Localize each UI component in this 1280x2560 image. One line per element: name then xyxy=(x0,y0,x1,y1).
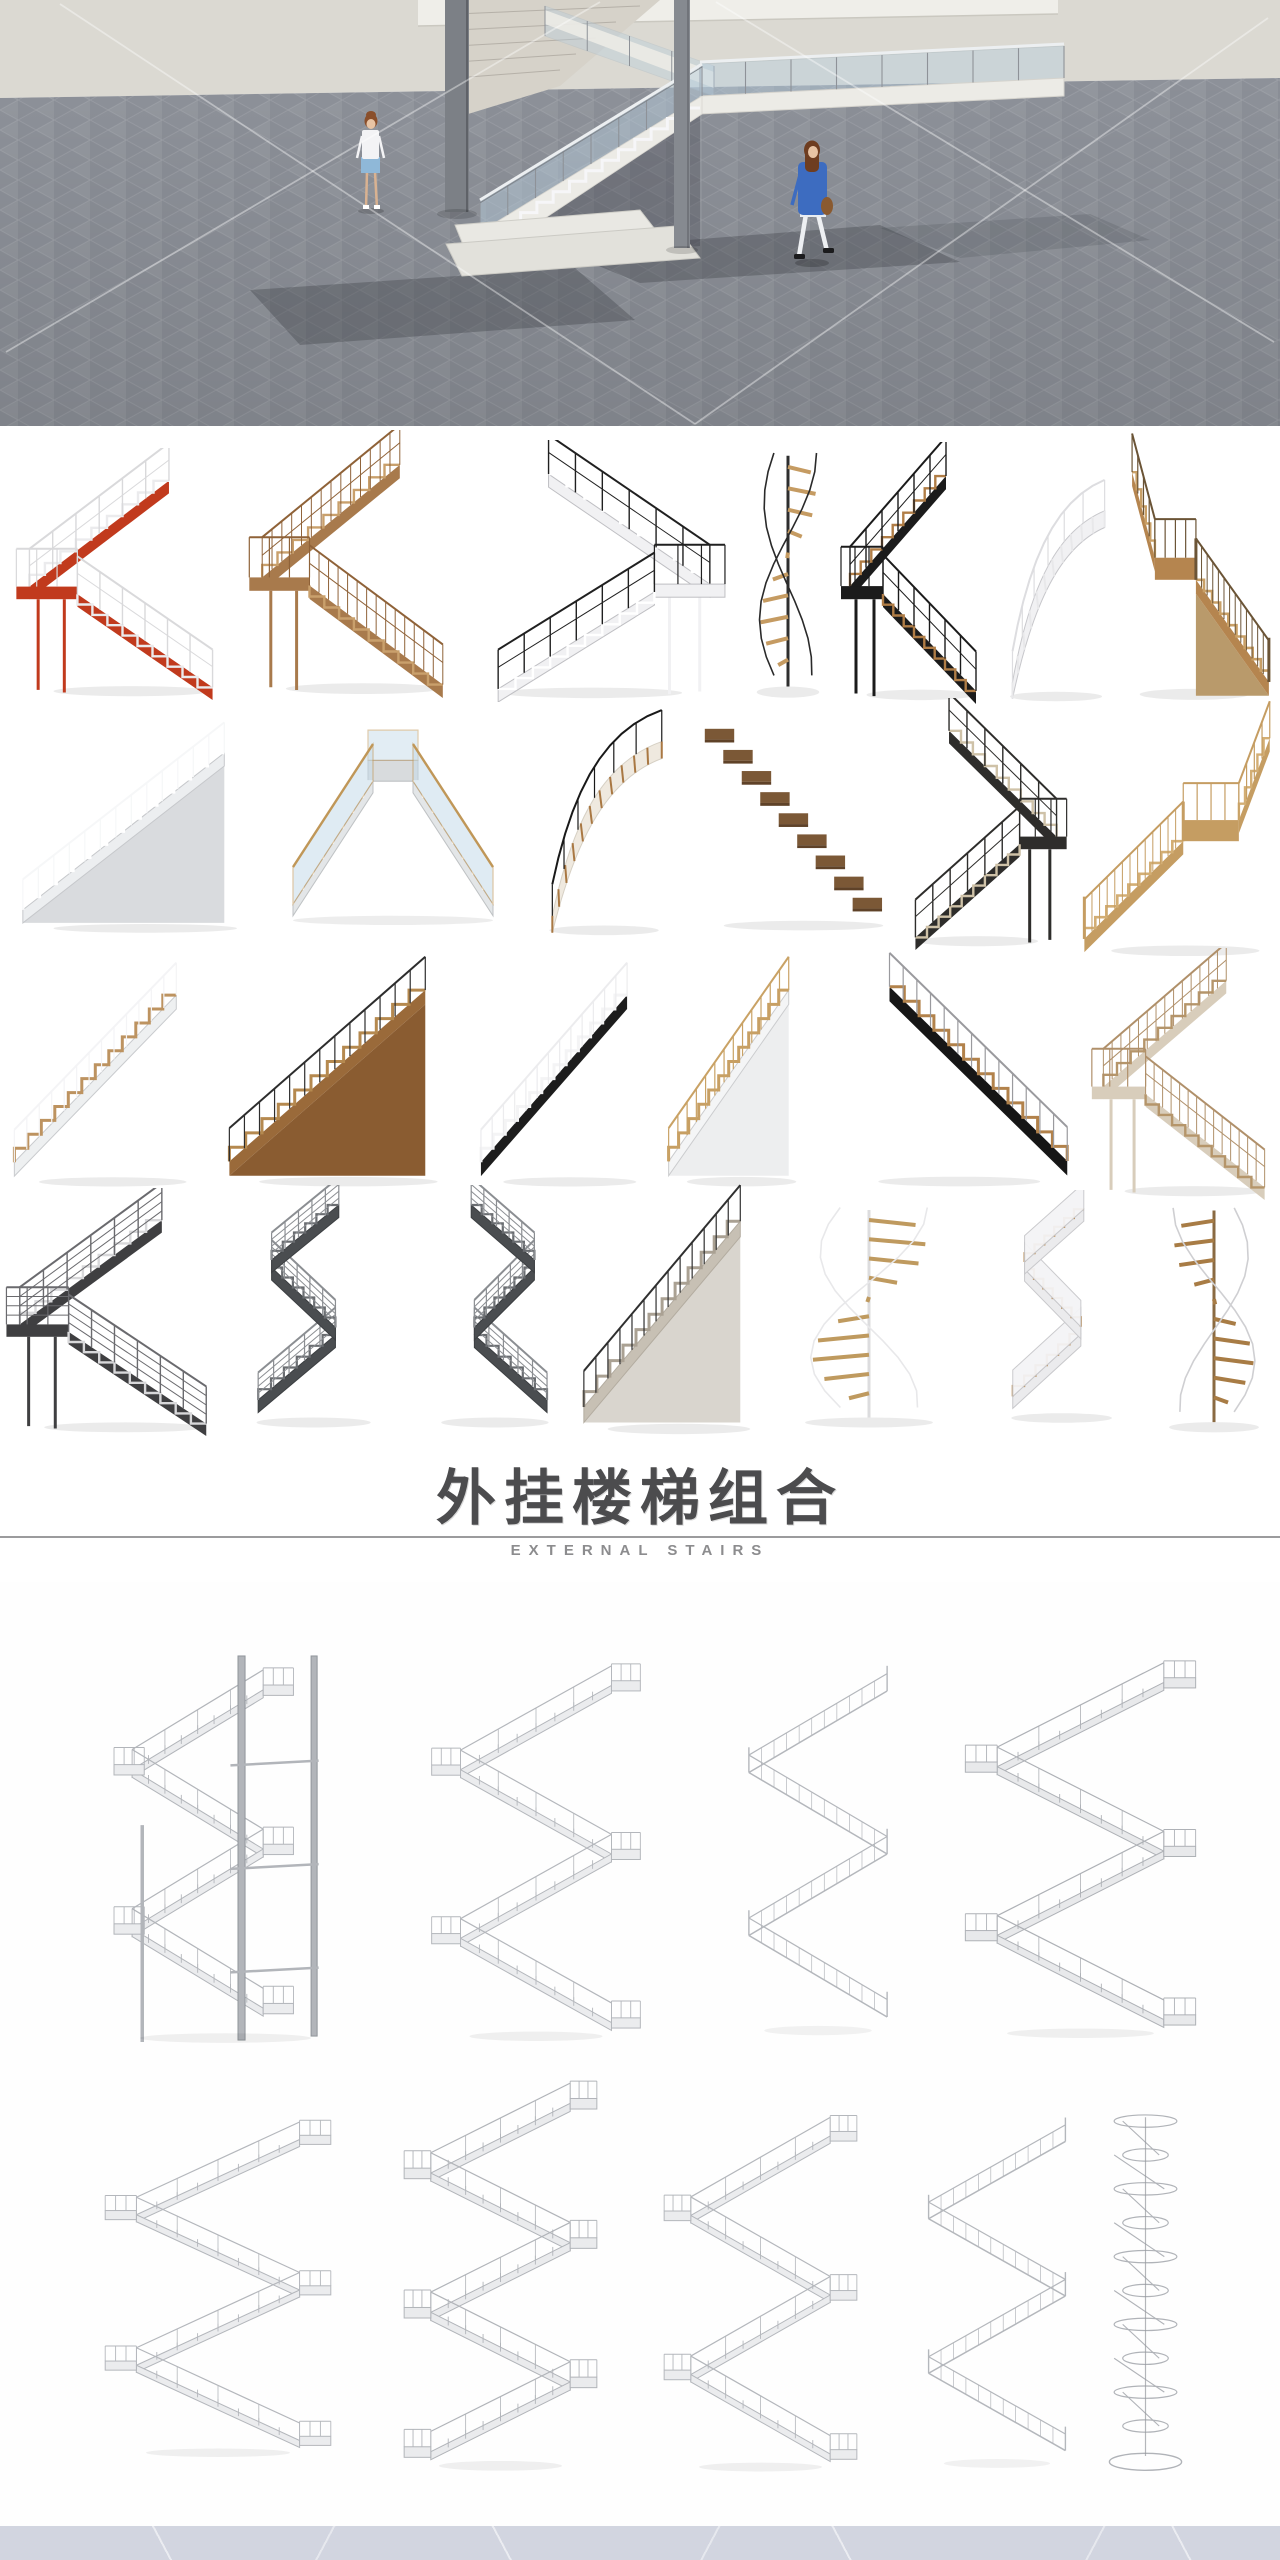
hero-scene-render xyxy=(0,0,1280,426)
section-title-block: 外挂楼梯组合 EXTERNAL STAIRS xyxy=(0,1460,1280,1582)
stair-white-straight-solid-rail xyxy=(5,718,260,936)
stair-black-frame-wood xyxy=(838,442,988,704)
fire-escape-zigzag-d xyxy=(658,2110,863,2480)
stair-classic-wood-balusters xyxy=(245,430,460,698)
fire-escape-zigzag-caged xyxy=(958,1655,1203,2047)
stair-wood-iron-spindle-straight xyxy=(212,952,460,1190)
fire-escape-braced-frame xyxy=(112,1650,364,2048)
page-title: 外挂楼梯组合 xyxy=(436,1465,844,1532)
stair-dark-steel-switchback xyxy=(902,698,1070,950)
stair-white-wood-straight xyxy=(0,958,205,1190)
stair-spiral-wood-curved xyxy=(1148,1185,1280,1440)
stair-curved-wood-black-rail xyxy=(528,698,680,940)
fire-escape-spiral-column xyxy=(1098,2098,1193,2483)
stair-oak-quarter-landing xyxy=(1072,696,1278,960)
fire-escape-open-rail-b xyxy=(902,2112,1092,2480)
fire-escape-zigzag-a xyxy=(425,1658,647,2050)
stair-white-black-stringer xyxy=(468,958,653,1190)
stair-grey-steel-zigzag-a xyxy=(238,1185,406,1435)
stair-wood-panel-landing xyxy=(1126,428,1278,704)
fire-escape-zigzag-b xyxy=(98,2115,338,2465)
stair-oak-tread-white-stringer xyxy=(658,952,810,1190)
stair-white-curved xyxy=(992,468,1120,706)
fire-escape-open-rail-a xyxy=(722,1660,914,2048)
stair-wood-glass-switchback xyxy=(1088,948,1280,1200)
stair-white-wood-compact xyxy=(995,1190,1143,1430)
divider-line xyxy=(0,1536,1280,1538)
stair-spiral-spacesaver xyxy=(742,428,834,706)
stair-white-spiral-wood-tread xyxy=(775,1185,963,1435)
stair-granite-black-rail xyxy=(570,1180,768,1438)
footer-strip xyxy=(0,2526,1280,2560)
stair-twin-glass-wood xyxy=(268,700,518,932)
fire-escape-zigzag-c xyxy=(398,2075,603,2480)
stair-dark-rod-switchback xyxy=(2,1188,224,1436)
page-subtitle: EXTERNAL STAIRS xyxy=(510,1542,770,1559)
stair-red-steel-switchback xyxy=(12,448,230,700)
stair-black-steel-glass-straight xyxy=(858,948,1083,1190)
stair-white-iron-switchback xyxy=(478,440,730,702)
stair-grey-steel-zigzag-b xyxy=(408,1185,566,1435)
stair-floating-walnut xyxy=(688,700,898,940)
